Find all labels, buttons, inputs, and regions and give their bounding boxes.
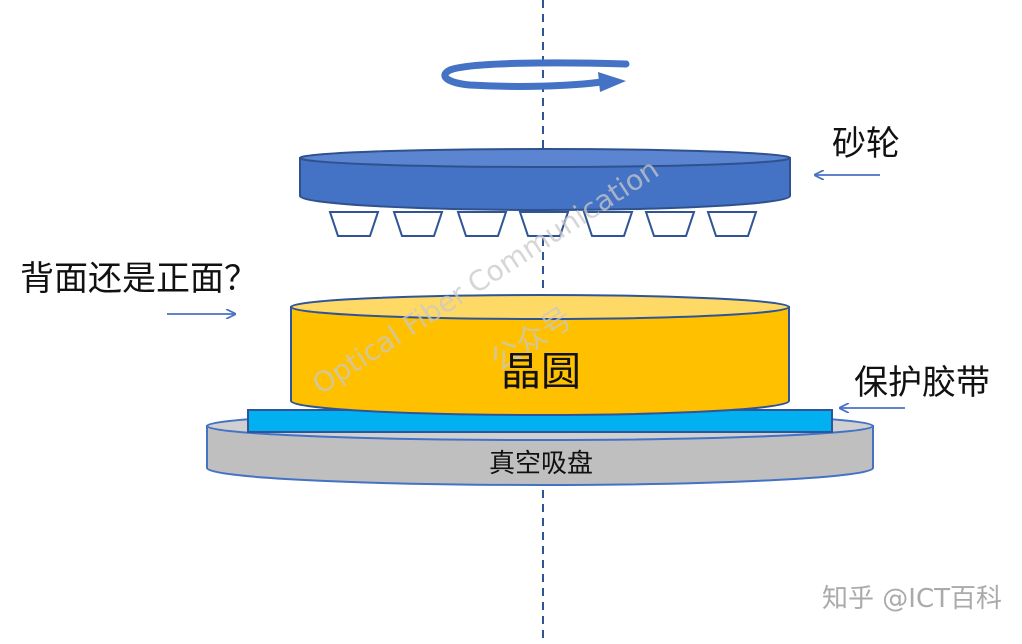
grinding-tooth — [518, 211, 570, 237]
grinding-teeth — [328, 211, 758, 237]
wafer — [290, 294, 790, 416]
grinding-tooth — [706, 211, 758, 237]
wafer-label: 晶圆 — [501, 349, 581, 395]
vacuum-chuck-label: 真空吸盘 — [488, 449, 593, 479]
grinding-tooth — [392, 211, 444, 237]
grinding-tooth — [582, 211, 634, 237]
grinding-wheel — [299, 148, 791, 211]
grinding-wheel-label: 砂轮 — [832, 124, 900, 164]
back-or-front-label: 背面还是正面？ — [20, 259, 258, 299]
grinding-tooth — [328, 211, 380, 237]
grinding-tooth — [644, 211, 696, 237]
credit-watermark: 知乎 @ICT百科 — [822, 584, 1002, 614]
rotation-arrow-icon — [441, 59, 630, 92]
grinding-tooth — [456, 211, 508, 237]
protective-tape-label: 保护胶带 — [854, 363, 990, 403]
